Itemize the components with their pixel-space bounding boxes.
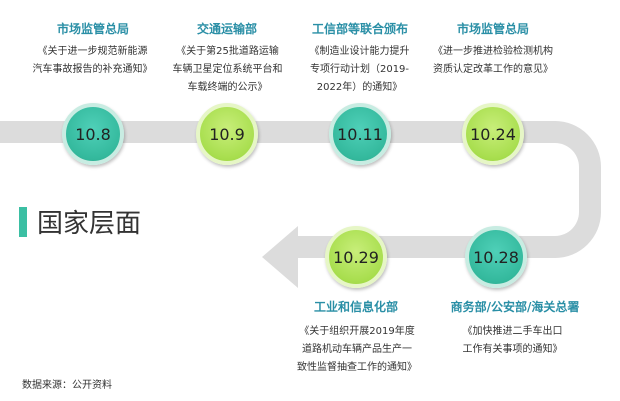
document-line: 工作有关事项的通知》 [462,344,563,355]
document-line: 专项行动计划（2019- [309,64,410,75]
document-line: 《加快推进二手车出口 [462,326,563,337]
document-line: 道路机动车辆产品生产一 [302,344,412,355]
agency-label-1: 市场监管总局 [56,22,129,36]
agency-label-6: 工业和信息化部 [313,300,398,314]
agency-label-5: 商务部/公安部/海关总署 [450,300,580,314]
timeline-node-10-28: 10.28 [465,226,527,288]
document-line: 2022年）的通知》 [316,82,403,93]
timeline-node-10-24: 10.24 [462,103,524,165]
timeline-node-10-8: 10.8 [62,103,124,165]
document-title-2: 《关于第25批道路运输 车辆卫星定位系统平台和 车载终端的公示》 [160,43,295,97]
data-source-note: 数据来源：公开资料 [22,380,112,391]
document-line: 《制造业设计能力提升 [309,46,410,57]
timeline-node-10-9: 10.9 [196,103,258,165]
timeline-node-10-11: 10.11 [329,103,391,165]
page-title: 国家层面 [37,209,142,239]
document-line: 《关于组织开展2019年度 [299,326,415,337]
document-line: 《关于第25批道路运输 [176,46,279,57]
agency-label-4: 市场监管总局 [456,22,529,36]
document-title-1: 《关于进一步规范新能源 汽车事故报告的补充通知》 [25,43,160,79]
title-accent-bar [19,207,27,237]
document-line: 资质认定改革工作的意见》 [433,64,553,75]
agency-label-3: 工信部等联合颁布 [311,22,408,36]
document-title-4: 《进一步推进检验检测机构 资质认定改革工作的意见》 [418,43,568,79]
agency-label-2: 交通运输部 [196,22,257,36]
timeline-node-10-29: 10.29 [325,226,387,288]
document-line: 汽车事故报告的补充通知》 [32,64,153,75]
document-line: 车载终端的公示》 [187,82,268,93]
timeline-arrow-body [0,121,601,288]
document-title-6: 《关于组织开展2019年度 道路机动车辆产品生产一 致性监督抽查工作的通知》 [282,323,432,377]
document-title-5: 《加快推进二手车出口 工作有关事项的通知》 [445,323,580,359]
document-line: 《进一步推进检验检测机构 [433,46,553,57]
document-line: 《关于进一步规范新能源 [37,46,148,57]
document-title-3: 《制造业设计能力提升 专项行动计划（2019- 2022年）的通知》 [292,43,427,97]
document-line: 车辆卫星定位系统平台和 [172,64,283,75]
document-line: 致性监督抽查工作的通知》 [297,362,417,373]
